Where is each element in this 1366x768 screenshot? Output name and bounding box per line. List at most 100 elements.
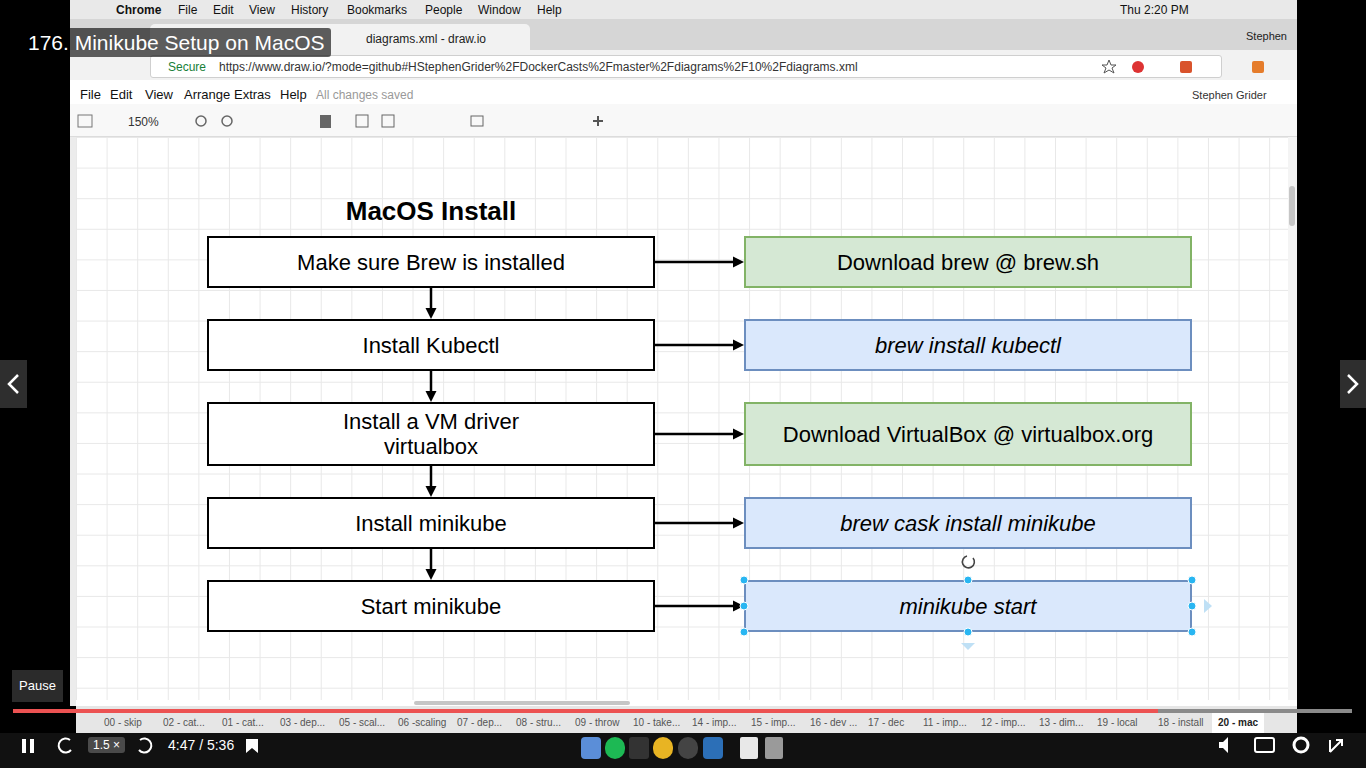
flow-arrow: [655, 340, 744, 351]
speed-label: 1.5 ×: [88, 737, 125, 753]
ui-label: 150%: [128, 115, 159, 129]
ui-label: Stephen: [1246, 30, 1287, 43]
fullscreen-icon: [1330, 740, 1342, 752]
dock-icon: [653, 737, 673, 759]
system-menu-item: History: [291, 3, 328, 17]
box-text: brew cask install minikube: [840, 511, 1096, 536]
app-menu-item: File: [80, 87, 101, 103]
app-menu-item: Extras: [234, 87, 271, 103]
page-tab-label: 03 - dep...: [280, 717, 325, 729]
page-tab-label: 08 - stru...: [516, 717, 561, 729]
app-menu-item: Arrange: [184, 87, 230, 103]
page-tab-label: 00 - skip: [104, 717, 142, 729]
ui-label: Secure: [168, 60, 206, 74]
dock-icon: [605, 737, 625, 759]
page-tab-label: 11 - imp...: [923, 717, 967, 729]
toolbar-icon: [382, 115, 394, 127]
ui-label: diagrams.xml - draw.io: [366, 32, 486, 46]
arrow-head: [733, 257, 744, 268]
connector-line: [430, 549, 433, 570]
command-box: Download VirtualBox @ virtualbox.org: [744, 402, 1192, 466]
system-menu-item: Chrome: [116, 3, 161, 17]
command-box: Download brew @ brew.sh: [744, 236, 1192, 288]
dock-icon: [765, 737, 783, 759]
toolbar-icon: [222, 116, 232, 126]
dock-icon: [740, 737, 758, 759]
tooltip-text: Pause: [12, 670, 63, 702]
system-menu-item: Bookmarks: [347, 3, 407, 17]
box-text: Install a VM driver virtualbox: [311, 409, 551, 459]
ui-label: Stephen Grider: [1192, 89, 1267, 102]
pause-bar: [22, 739, 26, 753]
rotate-handle: [962, 556, 974, 568]
toolbar-icon: [471, 116, 483, 126]
chevron-right: [1348, 375, 1357, 393]
system-menu-item: File: [178, 3, 197, 17]
page-tab-label: 19 - local: [1097, 717, 1138, 729]
hover-arrow: [1204, 599, 1212, 613]
cc-icon: [1255, 738, 1274, 752]
app-menu-item: View: [145, 87, 173, 103]
selection-handle: [1188, 602, 1196, 610]
flow-arrow: [426, 549, 437, 580]
arrow-head: [426, 569, 437, 580]
page-tab-label: 15 - imp...: [751, 717, 795, 729]
extension-icon: [1252, 61, 1264, 73]
dock-icon: [629, 737, 649, 759]
command-box: brew cask install minikube: [744, 497, 1192, 549]
box-text: Install minikube: [355, 511, 507, 536]
process-box: Make sure Brew is installed: [207, 236, 655, 288]
system-menu-item: Help: [537, 3, 562, 17]
dock-icon: [678, 737, 698, 759]
pause-bar: [30, 739, 34, 753]
page-tab-label: 18 - install: [1158, 717, 1204, 729]
scroll-thumb: [1289, 186, 1295, 226]
page-tab-label: 05 - scal...: [339, 717, 385, 729]
command-box: minikube start: [744, 580, 1192, 632]
box-text: Make sure Brew is installed: [297, 250, 565, 275]
system-menu-item: Thu 2:20 PM: [1120, 3, 1189, 17]
flow-arrow: [655, 257, 744, 268]
ui-label: 4:47 / 5:36: [168, 737, 234, 754]
chevron-left: [9, 375, 18, 393]
flow-arrow: [655, 429, 744, 440]
arrow-head: [426, 308, 437, 319]
page-tab-label: 20 - mac: [1218, 717, 1258, 729]
page-tab-label: 12 - imp...: [981, 717, 1025, 729]
hover-arrow: [961, 643, 975, 650]
diagram-title: MacOS Install: [207, 196, 655, 227]
next-lecture-button: [1340, 360, 1366, 408]
process-box: Start minikube: [207, 580, 655, 632]
arrow-head: [733, 518, 744, 529]
canvas-hscroll-thumb: [414, 701, 630, 705]
box-text: Install Kubectl: [363, 333, 500, 358]
system-menu-item: View: [249, 3, 275, 17]
arrow-head: [426, 486, 437, 497]
system-menu-item: People: [425, 3, 462, 17]
rewind-icon: [59, 738, 71, 752]
process-box: Install Kubectl: [207, 319, 655, 371]
arrow-head: [733, 601, 744, 612]
box-text: minikube start: [900, 594, 1037, 619]
page-tab-label: 14 - imp...: [692, 717, 736, 729]
box-text: Download brew @ brew.sh: [837, 250, 1099, 275]
selection-handle: [740, 576, 748, 584]
flow-arrow: [426, 288, 437, 319]
page-tab-label: 09 - throw: [575, 717, 619, 729]
box-text: Download VirtualBox @ virtualbox.org: [783, 422, 1153, 447]
selection-handle: [740, 628, 748, 636]
arrow-head: [733, 340, 744, 351]
process-box: Install a VM driver virtualbox: [207, 402, 655, 466]
extension-icon: [1132, 61, 1144, 73]
arrow-head: [426, 391, 437, 402]
toolbar-icon: [356, 115, 368, 127]
selection-handle: [740, 602, 748, 610]
selection-handle: [1188, 628, 1196, 636]
selection-handle: [1188, 576, 1196, 584]
flow-arrow: [426, 371, 437, 402]
toolbar: [70, 104, 1297, 137]
page-tab-label: 07 - dep...: [457, 717, 502, 729]
progress-played: [13, 709, 1158, 713]
